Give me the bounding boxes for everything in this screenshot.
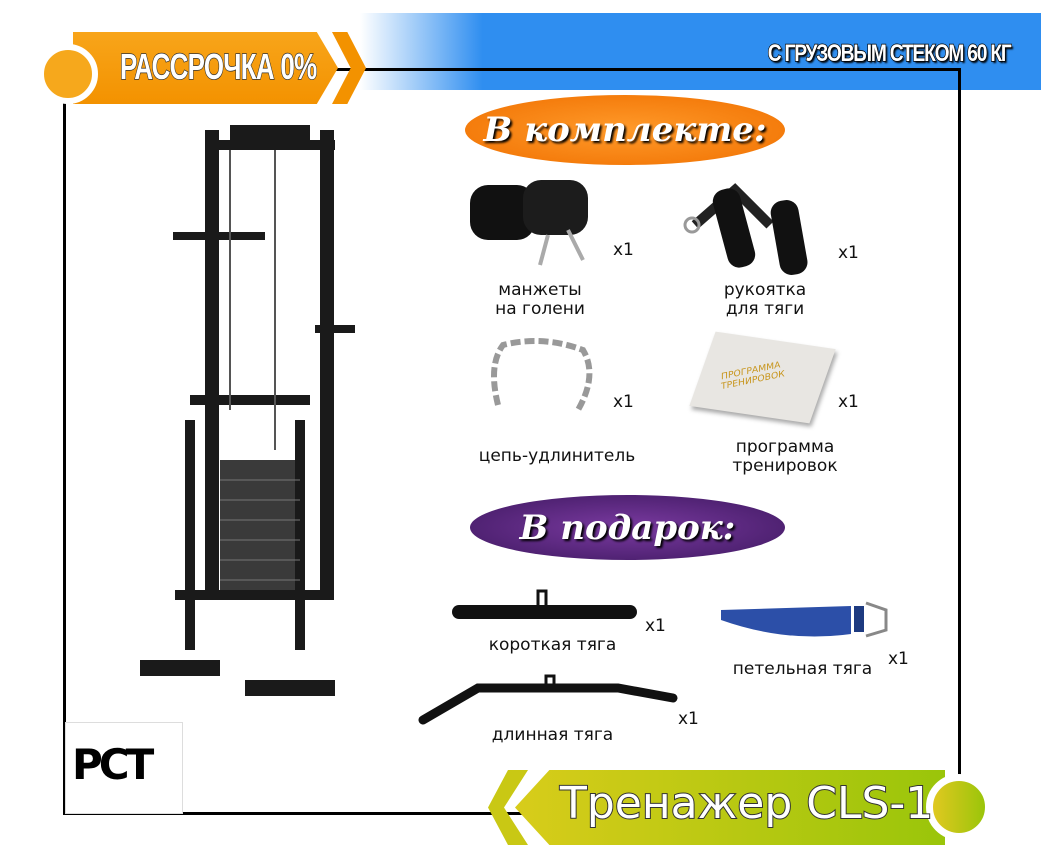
qty: x1: [645, 616, 666, 636]
long-bar-icon: [418, 674, 678, 725]
handle-icon: [683, 183, 808, 275]
short-bar-icon: [452, 589, 637, 619]
qty: x1: [678, 709, 699, 729]
gift-label: короткая тяга: [488, 635, 617, 655]
product-title: Тренажер CLS-1: [559, 777, 934, 830]
rst-certification-logo: [65, 722, 183, 814]
qty: x1: [613, 392, 634, 412]
frame: [63, 68, 961, 815]
qty: x1: [613, 240, 634, 260]
certification-mark: РСТ: [72, 740, 154, 789]
qty: x1: [838, 243, 859, 263]
label-line: манжеты: [498, 280, 582, 300]
label-line: для тяги: [725, 299, 805, 319]
chain-icon: [491, 338, 593, 412]
item-label: цепь-удлинитель: [478, 446, 636, 466]
circle-icon: [38, 44, 98, 104]
included-heading: В комплекте:: [465, 95, 785, 165]
label-line: программа: [735, 437, 835, 457]
gift-label: петельная тяга: [732, 659, 873, 679]
weight-stack-banner: [360, 13, 1041, 90]
qty: x1: [888, 649, 909, 669]
label-line: на голени: [495, 299, 585, 319]
installment-banner: [73, 32, 338, 104]
ankle-cuffs-icon: [470, 180, 588, 266]
book-cover-text: ПРОГРАММА ТРЕНИРОВОК: [721, 360, 785, 393]
gift-label: длинная тяга: [491, 725, 614, 745]
product-title-banner: [515, 770, 945, 845]
loop-strap-icon: [721, 601, 888, 638]
weight-stack-text: С ГРУЗОВЫМ СТЕКОМ 60 КГ: [768, 39, 1013, 68]
label-line: рукоятка: [723, 280, 807, 300]
circle-icon: [926, 774, 992, 840]
installment-text: РАССРОЧКА 0%: [119, 45, 317, 88]
cable-machine-image: [140, 125, 355, 696]
gifts-heading: В подарок:: [470, 495, 785, 560]
label-line: тренировок: [732, 456, 838, 476]
qty: x1: [838, 392, 859, 412]
